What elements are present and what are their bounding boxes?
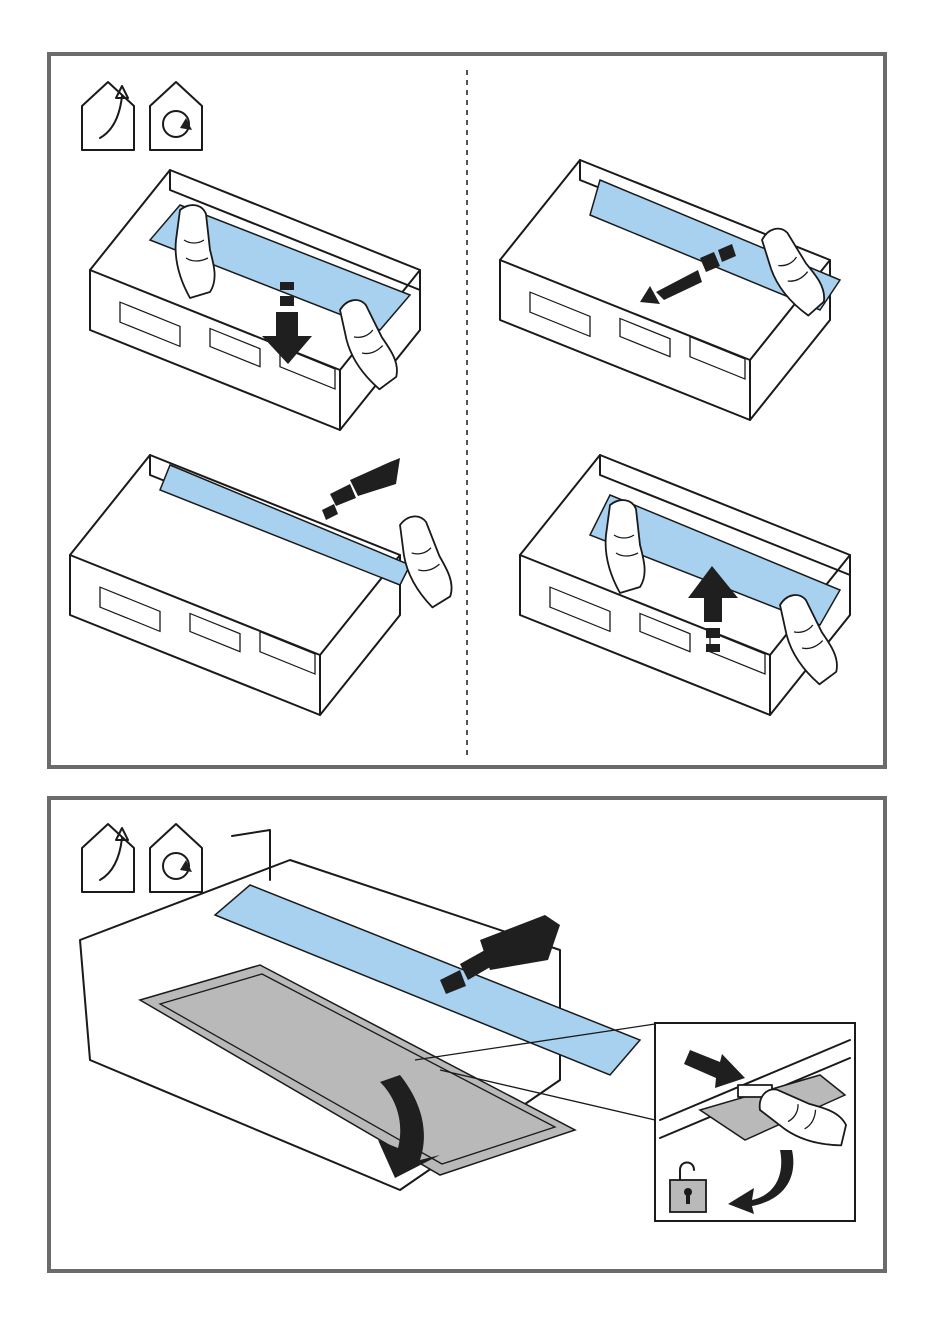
extraction-mode-icon-bottom [150,824,202,892]
grease-filter-illustration [80,830,640,1190]
arrow-slide-out [322,458,400,520]
arrow-slide-out-bottom [440,915,560,994]
extraction-mode-icon [150,82,202,150]
recirculation-mode-icon-bottom [82,824,134,892]
step-3-illustration [70,455,456,715]
step-4-illustration [520,455,850,715]
step-1-illustration [90,170,420,430]
recirculation-mode-icon [82,82,134,150]
